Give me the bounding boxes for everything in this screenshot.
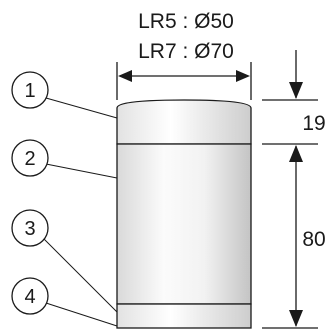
body-height-label: 80 — [302, 228, 325, 251]
callout-4: 4 — [11, 277, 49, 315]
diameter-arrow-left — [118, 70, 132, 82]
base-part-4 — [116, 303, 252, 329]
diameter-dimension — [116, 62, 252, 100]
top-height-label: 19 — [302, 112, 325, 135]
body-height-arrow-up — [289, 145, 303, 162]
callout-1-number: 1 — [24, 80, 35, 102]
callout-leaders — [42, 97, 118, 327]
diameter-label-lr7: LR7 : Ø70 — [138, 40, 234, 63]
callout-2-number: 2 — [24, 148, 35, 170]
cap-part-1 — [116, 99, 252, 145]
diameter-label-lr5: LR5 : Ø50 — [138, 10, 234, 33]
height-dimension — [262, 50, 318, 329]
body-part-2 — [116, 143, 252, 305]
callout-2: 2 — [11, 139, 49, 177]
callout-4-number: 4 — [24, 286, 35, 308]
callout-3-number: 3 — [24, 218, 35, 240]
callout-3: 3 — [11, 209, 49, 247]
callout-1: 1 — [11, 71, 49, 109]
body-height-arrow-down — [289, 310, 303, 327]
diameter-arrow-right — [236, 70, 250, 82]
top-height-arrow-down — [289, 82, 303, 99]
